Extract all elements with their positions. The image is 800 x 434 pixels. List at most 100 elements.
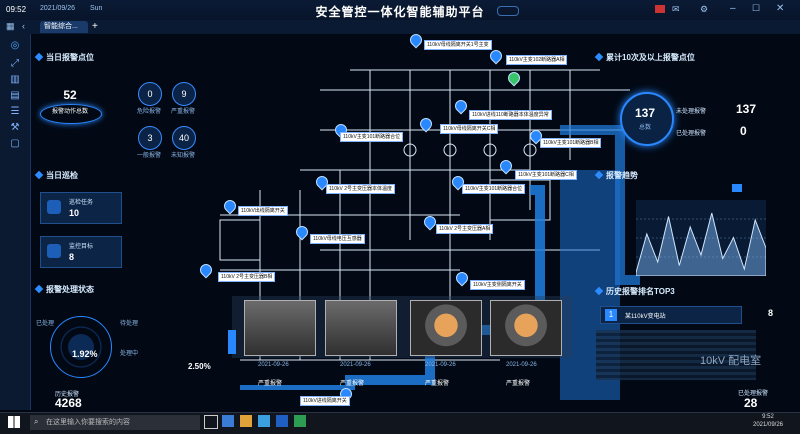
- severe-label: 严重报警: [170, 109, 195, 115]
- tools-icon[interactable]: ⚒: [10, 122, 20, 133]
- frequent-alarm-title: 累计10次及以上报警点位: [596, 52, 695, 63]
- folder-app-icon[interactable]: [240, 415, 252, 427]
- photo-tag: 严重报警: [340, 381, 365, 387]
- monitor-target-label: 监控目标: [69, 244, 94, 250]
- sidebar: ◎ ⤢ ▥ ▤ ☰ ⚒ ▢: [0, 34, 31, 410]
- scroll-left-button[interactable]: [228, 330, 236, 354]
- pin-callout: 110kV出线隔离开关: [238, 206, 288, 216]
- page-number: 8: [768, 308, 774, 318]
- severe-count: 9: [172, 82, 196, 106]
- system-date: 2021/09/26: [40, 5, 76, 12]
- alarm-trend-title: 报警趋势: [596, 170, 638, 181]
- frequent-total-value: 137: [634, 106, 656, 120]
- history-alarm-value: 4268: [55, 396, 82, 410]
- trend-area: [636, 212, 766, 276]
- app-icon[interactable]: [276, 415, 288, 427]
- alarm-gauge: 52 报警动作总数: [40, 86, 102, 126]
- browser-app-icon[interactable]: [222, 415, 234, 427]
- photo-date: 2021-09-26: [340, 362, 371, 368]
- history-alarm-label: 历史报警: [55, 392, 80, 398]
- app-title: 安全管控一体化智能辅助平台: [315, 5, 485, 19]
- photo-date: 2021-09-26: [506, 362, 537, 368]
- target-icon: [47, 244, 61, 258]
- task-view-icon[interactable]: [204, 415, 218, 429]
- radar-chart: [50, 316, 112, 378]
- notification-icon[interactable]: ✉: [672, 4, 680, 14]
- pin-callout: 110kV主变101断路器合位: [340, 132, 404, 142]
- alarm-photo[interactable]: [490, 300, 562, 356]
- handled-alarm-label: 已处理报警: [738, 391, 769, 397]
- photo-tag: 严重报警: [425, 381, 450, 387]
- photo-date: 2021-09-26: [258, 362, 289, 368]
- pin-callout: 110kV进线隔离开关: [300, 396, 350, 406]
- window-title-bar: 09:52 2021/09/26 Sun 安全管控一体化智能辅助平台 ✉ ⚙ –…: [0, 0, 800, 21]
- home-icon[interactable]: ◎: [10, 40, 20, 51]
- taskbar-clock-date: 2021/09/26: [752, 422, 784, 428]
- system-time: 09:52: [6, 5, 27, 14]
- pin-callout: 110kV母线隔离开关1号主变: [424, 40, 492, 50]
- app-icon[interactable]: [294, 415, 306, 427]
- tabs-icon[interactable]: ▦: [6, 21, 15, 31]
- radar-label-1: 已处理: [36, 321, 55, 327]
- alarm-points-title: 当日报警点位: [36, 52, 94, 63]
- alarm-photo[interactable]: [325, 300, 397, 356]
- browser-tab[interactable]: 智能综合...: [40, 21, 88, 33]
- taskbar-search-input[interactable]: 在这里输入你要搜索的内容: [30, 415, 200, 430]
- maximize-icon[interactable]: ☐: [752, 3, 761, 13]
- settings-icon[interactable]: ⚙: [700, 4, 709, 14]
- pin-callout: 110kV主变102断路器A相: [506, 55, 568, 65]
- equipment-panel-image: [596, 330, 756, 380]
- list-icon[interactable]: ☰: [10, 106, 20, 117]
- handled-label: 已处理报警: [676, 131, 707, 137]
- handled-alarm-value: 28: [744, 396, 758, 410]
- radar-value: 1.92%: [72, 349, 98, 359]
- alarm-photo[interactable]: [244, 300, 316, 356]
- patrol-task-card[interactable]: 巡检任务 10: [40, 192, 122, 224]
- handled-value: 0: [740, 124, 747, 138]
- rate-value: 2.50%: [188, 362, 211, 371]
- danger-label: 危险报警: [136, 109, 161, 115]
- pin-callout: 110kV主变侧隔离开关: [470, 280, 525, 290]
- top3-title: 历史报警排名TOP3: [596, 286, 675, 297]
- alarm-status-title: 报警处理状态: [36, 284, 94, 295]
- new-tab-icon[interactable]: +: [92, 21, 98, 32]
- pin-callout: 110kV进线110断路器本体温度异常: [469, 110, 552, 120]
- pin-callout: 110kV 2号主变压器B相: [218, 272, 276, 282]
- taskbar-clock-time: 9:52: [762, 414, 774, 420]
- start-icon[interactable]: [8, 416, 20, 428]
- search-icon: ⌕: [34, 417, 39, 426]
- frequent-total-ring: [620, 92, 674, 146]
- unhandled-value: 137: [736, 102, 757, 116]
- photo-date: 2021-09-26: [425, 362, 456, 368]
- radar-label-3: 处理中: [120, 351, 139, 357]
- alarm-total-label: 报警动作总数: [51, 109, 88, 115]
- file-icon[interactable]: ▢: [10, 138, 20, 149]
- trend-toggle-icon[interactable]: [732, 184, 742, 192]
- pin-callout: 110kV主变101断路器B相: [540, 138, 602, 148]
- danger-count: 0: [138, 82, 162, 106]
- alarm-trend-chart: [636, 200, 766, 276]
- top3-row[interactable]: 1 某110kV变电站: [600, 306, 742, 324]
- system-day: Sun: [90, 5, 103, 12]
- document-icon[interactable]: ▤: [10, 90, 20, 101]
- record-icon[interactable]: [655, 5, 665, 13]
- unknown-label: 未知报警: [170, 153, 195, 159]
- photo-tag: 严重报警: [506, 381, 531, 387]
- toggle-icon[interactable]: [497, 6, 519, 16]
- back-icon[interactable]: ‹: [22, 21, 25, 31]
- room-sign: 10kV 配电室: [700, 355, 762, 367]
- monitor-target-card[interactable]: 监控目标 8: [40, 236, 122, 268]
- pin-callout: 110kV 2号主变压器本体温度: [326, 184, 395, 194]
- alarm-total-value: 52: [63, 88, 77, 102]
- alarm-photo[interactable]: [410, 300, 482, 356]
- app-icon[interactable]: [258, 415, 270, 427]
- chart-icon[interactable]: ▥: [10, 74, 20, 85]
- general-count: 3: [138, 126, 162, 150]
- close-icon[interactable]: ✕: [776, 3, 785, 14]
- minimize-icon[interactable]: –: [730, 3, 736, 14]
- unknown-count: 40: [172, 126, 196, 150]
- pin-callout: 110kV 2号主变压器A相: [436, 224, 494, 234]
- network-icon[interactable]: ⤢: [11, 58, 19, 69]
- top3-rank: 1: [605, 309, 617, 321]
- pin-callout: 110kV母线电压互感器: [310, 234, 365, 244]
